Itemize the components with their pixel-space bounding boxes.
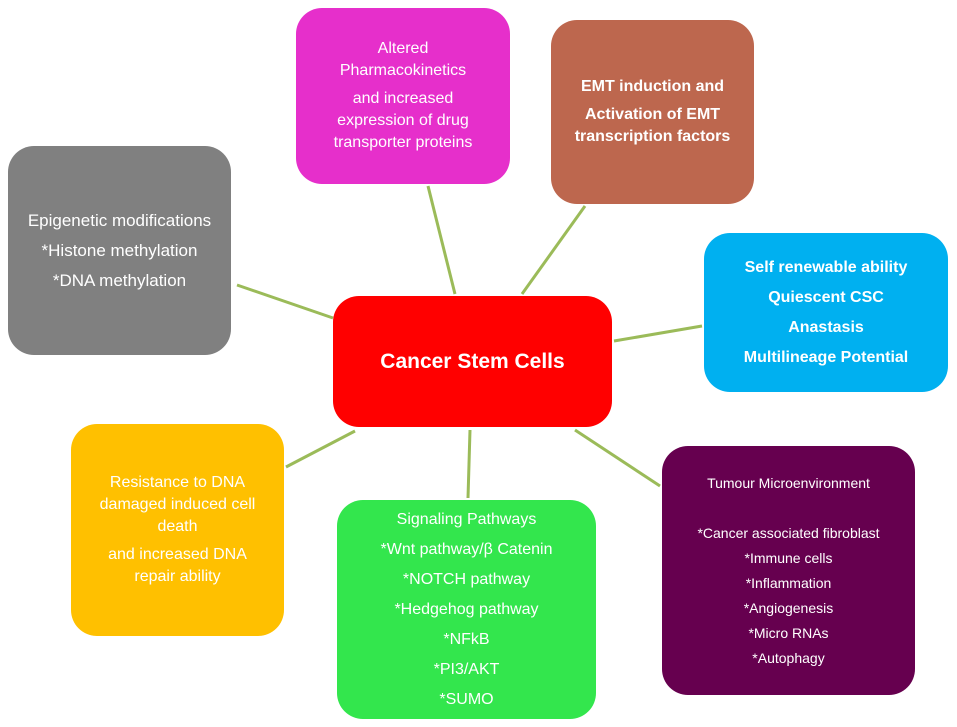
tumour-node: Tumour Microenvironment *Cancer associat…	[662, 446, 915, 695]
node-text-line: *Immune cells	[744, 549, 833, 566]
connector-pharmacokinetics	[426, 185, 457, 295]
node-text-line: *DNA methylation	[52, 271, 187, 290]
pharmacokinetics-para-2: and increased expression of drug transpo…	[334, 88, 473, 154]
connector-resistance	[285, 429, 356, 469]
node-text-line: Anastasis	[788, 318, 864, 336]
connector-tumour	[574, 428, 661, 488]
node-text-line: *NOTCH pathway	[402, 570, 531, 588]
pharmacokinetics-para-1: Altered Pharmacokinetics	[340, 38, 466, 82]
connector-epigenetic	[236, 283, 334, 320]
node-text-line: *Angiogenesis	[743, 599, 834, 616]
node-text-line: and increased DNA	[108, 546, 247, 563]
node-text-line: *Cancer associated fibroblast	[697, 524, 880, 541]
node-text-line: *SUMO	[439, 690, 494, 708]
epigenetic-node: Epigenetic modifications *Histone methyl…	[8, 146, 231, 355]
node-text-line: transporter proteins	[333, 134, 473, 151]
node-text-line: Quiescent CSC	[768, 288, 884, 306]
node-text-line: repair ability	[134, 568, 221, 585]
node-text-line: Pharmacokinetics	[339, 62, 467, 79]
node-text-line: Altered	[377, 40, 429, 57]
connector-signaling	[466, 429, 472, 499]
resistance-para-1: Resistance to DNA damaged induced cell d…	[100, 472, 256, 538]
node-text-line: EMT induction and	[580, 78, 725, 95]
node-text-line: Activation of EMT	[584, 106, 721, 123]
node-text-line: transcription factors	[574, 128, 731, 145]
node-text-line: Resistance to DNA	[109, 474, 246, 491]
center-node: Cancer Stem Cells	[333, 296, 612, 427]
node-text-line: Self renewable ability	[744, 258, 908, 276]
node-text-line: *Hedgehog pathway	[394, 600, 539, 618]
node-text-line: damaged induced cell	[99, 496, 256, 513]
self-renewal-node: Self renewable ability Quiescent CSC Ana…	[704, 233, 948, 392]
resistance-node: Resistance to DNA damaged induced cell d…	[71, 424, 284, 636]
pharmacokinetics-node: Altered Pharmacokinetics and increased e…	[296, 8, 510, 184]
center-label: Cancer Stem Cells	[380, 349, 565, 373]
node-text-line: expression of drug	[337, 112, 469, 129]
connector-emt	[520, 205, 587, 295]
tumour-title: Tumour Microenvironment	[707, 474, 870, 491]
node-text-line: Multilineage Potential	[743, 348, 909, 366]
node-text-line: *Wnt pathway/β Catenin	[380, 540, 553, 558]
node-text-line: Signaling Pathways	[396, 510, 537, 528]
node-text-line: and increased	[352, 90, 454, 107]
node-text-line: *NFkB	[443, 630, 490, 648]
emt-node: EMT induction and Activation of EMT tran…	[551, 20, 754, 204]
signaling-node: Signaling Pathways *Wnt pathway/β Cateni…	[337, 500, 596, 719]
node-text-line: death	[157, 518, 198, 535]
resistance-para-2: and increased DNA repair ability	[108, 544, 247, 588]
node-text-line: *Micro RNAs	[748, 624, 829, 641]
node-text-line: *PI3/AKT	[433, 660, 500, 678]
emt-para-2: Activation of EMT transcription factors	[575, 104, 731, 148]
node-text-line: *Histone methylation	[41, 241, 198, 260]
node-text-line: *Autophagy	[752, 649, 825, 666]
node-text-line: Epigenetic modifications	[27, 211, 212, 230]
connector-self-renewal	[613, 324, 703, 343]
emt-para-1: EMT induction and	[581, 76, 724, 98]
node-text-line: *Inflammation	[745, 574, 832, 591]
